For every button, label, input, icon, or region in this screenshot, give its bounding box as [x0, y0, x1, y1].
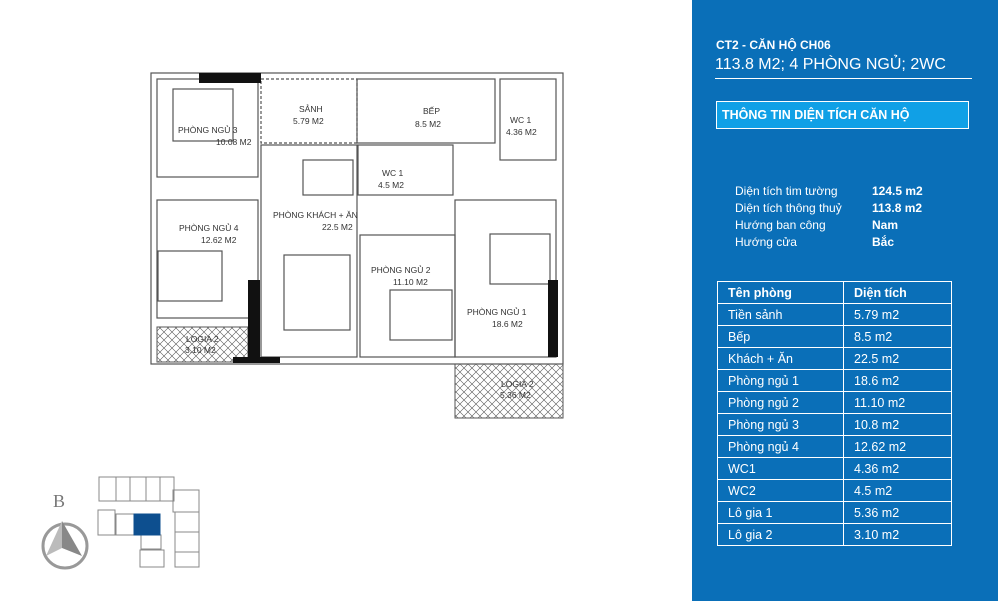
- area-cell: 18.6 m2: [843, 369, 952, 392]
- dining-table: [302, 159, 354, 196]
- room-label: SẢNH: [299, 103, 323, 114]
- room-cell: Lô gia 1: [717, 501, 844, 524]
- info-key: Diện tích tim tường: [735, 184, 838, 198]
- info-key: Diện tích thông thuỷ: [735, 201, 842, 215]
- room-cell: Tên phòng: [717, 281, 844, 304]
- highlighted-unit: [133, 513, 161, 536]
- area-cell: 8.5 m2: [843, 325, 952, 348]
- room-cell: Lô gia 2: [717, 523, 844, 546]
- room-living: [260, 144, 358, 358]
- logia-right: [454, 363, 564, 419]
- area-info: Diện tích tim tường 124.5 m2 Diện tích th…: [735, 183, 923, 251]
- room-cell: Bếp: [717, 325, 844, 348]
- area-cell: 22.5 m2: [843, 347, 952, 370]
- room-kitchen: [356, 78, 496, 144]
- room-cell: Phòng ngủ 3: [717, 413, 844, 436]
- room-bedroom-1: [454, 199, 557, 358]
- room-bedroom-2: [359, 234, 456, 358]
- bed-3: [172, 88, 234, 142]
- room-area: 10.08 M2: [216, 137, 252, 147]
- room-cell: Phòng ngủ 4: [717, 435, 844, 458]
- room-label: LOGIA 2: [501, 379, 534, 389]
- area-cell: 3.10 m2: [843, 523, 952, 546]
- area-cell: 10.8 m2: [843, 413, 952, 436]
- room-label: PHÒNG NGỦ 3: [178, 124, 238, 135]
- bed-4: [157, 250, 223, 302]
- floor-plan: PHÒNG NGỦ 3 10.08 M2 SẢNH 5.79 M2 BẾP 8.5 M…: [41, 72, 564, 570]
- room-bedroom-4: [156, 199, 259, 319]
- room-cell: Phòng ngủ 1: [717, 369, 844, 392]
- room-cell: Khách + Ăn: [717, 347, 844, 370]
- room-area: 3.10 M2: [185, 345, 216, 355]
- info-key: Hướng ban công: [735, 218, 826, 232]
- room-area: 4.36 M2: [506, 127, 537, 137]
- area-cell: 11.10 m2: [843, 391, 952, 414]
- info-value: 113.8 m2: [872, 201, 923, 215]
- room-area: 5.36 M2: [500, 390, 531, 400]
- room-label: PHÒNG KHÁCH + ĂN: [273, 210, 358, 220]
- area-cell: Diện tích: [843, 281, 952, 304]
- area-cell: 12.62 m2: [843, 435, 952, 458]
- sofa: [283, 254, 351, 331]
- room-label: LOGIA 2: [186, 334, 219, 344]
- area-cell: 4.36 m2: [843, 457, 952, 480]
- bed-1: [489, 233, 551, 285]
- area-cell: 5.36 m2: [843, 501, 952, 524]
- compass-icon: [41, 521, 89, 570]
- bed-2: [389, 289, 453, 341]
- info-value: 124.5 m2: [872, 184, 923, 198]
- room-label: WC 1: [382, 168, 404, 178]
- room-label: BẾP: [423, 106, 440, 116]
- room-area: 5.79 M2: [293, 116, 324, 126]
- room-area: 22.5 M2: [322, 222, 353, 232]
- room-label: PHÒNG NGỦ 2: [371, 264, 431, 275]
- north-label: B: [53, 491, 65, 511]
- room-area: 12.62 M2: [201, 235, 237, 245]
- room-cell: WC1: [717, 457, 844, 480]
- room-area: 18.6 M2: [492, 319, 523, 329]
- info-key: Hướng cửa: [735, 235, 797, 249]
- unit-code: CT2 - CĂN HỘ CH06: [716, 38, 831, 52]
- info-panel: CT2 - CĂN HỘ CH06 113.8 M2; 4 PHÒNG NGỦ;…: [692, 0, 998, 601]
- area-cell: 5.79 m2: [843, 303, 952, 326]
- room-cell: WC2: [717, 479, 844, 502]
- unit-summary: 113.8 M2; 4 PHÒNG NGỦ; 2WC: [715, 56, 972, 79]
- room-area: 11.10 M2: [393, 277, 428, 287]
- area-cell: 4.5 m2: [843, 479, 952, 502]
- room-area: 4.5 M2: [378, 180, 404, 190]
- outer-wall: [150, 72, 564, 365]
- room-wc-a: [499, 78, 557, 161]
- info-value: Bắc: [872, 235, 895, 249]
- building-keymap: [97, 476, 200, 568]
- room-label: PHÒNG NGỦ 4: [179, 222, 239, 233]
- room-area: 8.5 M2: [415, 119, 441, 129]
- info-value: Nam: [872, 218, 899, 232]
- room-label: WC 1: [510, 115, 532, 125]
- logia-left: [156, 326, 249, 363]
- room-cell: Tiền sảnh: [717, 303, 844, 326]
- room-label: PHÒNG NGỦ 1: [467, 306, 527, 317]
- section-title: THÔNG TIN DIỆN TÍCH CĂN HỘ: [716, 101, 969, 129]
- room-wc-b: [357, 144, 454, 196]
- room-cell: Phòng ngủ 2: [717, 391, 844, 414]
